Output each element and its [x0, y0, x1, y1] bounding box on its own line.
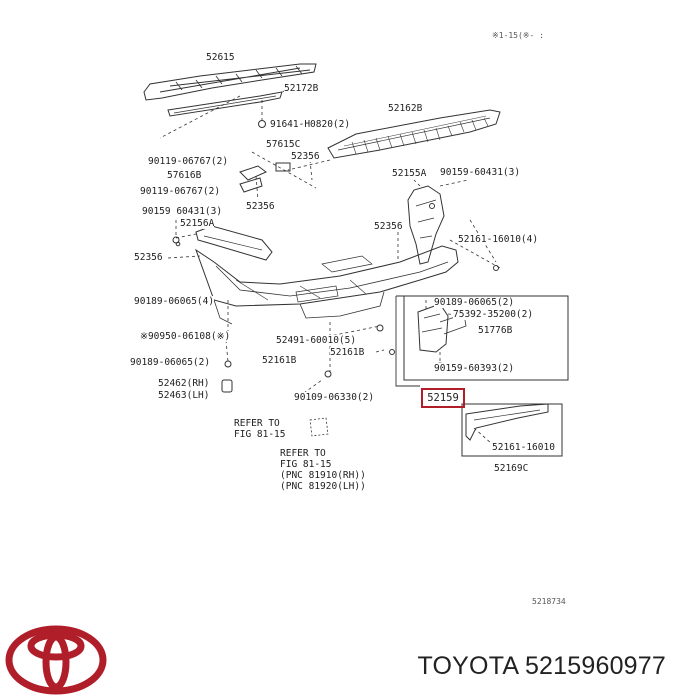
- refer-2-line-3: (PNC 81910(RH)): [280, 470, 366, 481]
- step-pad-52162b-part: [327, 109, 501, 159]
- brand-footer: TOYOTA 5215960977: [0, 620, 700, 700]
- label-90189-c: 90189-06065(2): [130, 357, 211, 368]
- label-52169c: 52169C: [494, 463, 529, 474]
- brand-title: TOYOTA 5215960977: [417, 652, 666, 680]
- label-52161b-b: 52161B: [330, 347, 365, 358]
- bracket-57615c-part: [275, 162, 291, 172]
- label-57616b: 57616B: [167, 170, 202, 181]
- label-90119-a: 90119-06767(2): [148, 156, 229, 167]
- label-52161-a: 52161-16010(4): [458, 234, 539, 245]
- toyota-logo-icon: [5, 625, 107, 695]
- label-90109: 90109-06330(2): [294, 392, 375, 403]
- refer-2-line-1: REFER TO: [280, 448, 326, 459]
- label-52162b: 52162B: [388, 103, 423, 114]
- label-90119-b: 90119-06767(2): [140, 186, 221, 197]
- label-52356-c: 52356: [374, 221, 403, 232]
- label-52161-b: 52161-16010: [492, 442, 555, 453]
- label-52491: 52491-60010(5): [276, 335, 357, 346]
- label-52172b: 52172B: [284, 83, 319, 94]
- label-52356-a: 52356: [291, 151, 320, 162]
- bracket-57616b-part: [239, 165, 267, 181]
- refer-1-line-1: REFER TO: [234, 418, 280, 429]
- refer-1-line-2: FIG 81-15: [234, 429, 286, 440]
- refer-2-line-4: (PNC 81920(LH)): [280, 481, 366, 492]
- label-57615c: 57615C: [266, 139, 301, 150]
- label-75392: 75392-35200(2): [453, 309, 534, 320]
- label-52155a: 52155A: [392, 168, 427, 179]
- retainer-52156a-part: [195, 225, 273, 261]
- label-90950: ※90950-06108(※): [140, 331, 231, 342]
- label-52161b-a: 52161B: [262, 355, 297, 366]
- label-90189-b: 90189-06065(2): [434, 297, 515, 308]
- label-90159-c: 90159-60393(2): [434, 363, 515, 374]
- label-52356-d: 52356: [134, 252, 163, 263]
- inset-box-52169c: [461, 403, 563, 457]
- label-91641: 91641-H0820(2): [270, 119, 351, 130]
- bumper-cover-part: [195, 245, 459, 325]
- absorber-52172b-part: [167, 91, 283, 117]
- label-90159-a: 90159-60431(3): [440, 167, 521, 178]
- label-90159-b: 90159 60431(3): [142, 206, 223, 217]
- bracket-52169c-part: [465, 403, 549, 441]
- refer-2-line-2: FIG 81-15: [280, 459, 332, 470]
- label-51776b: 51776B: [478, 325, 513, 336]
- label-52615: 52615: [206, 52, 235, 63]
- label-52356-b: 52356: [246, 201, 275, 212]
- clip-91641-part: [258, 120, 266, 128]
- highlighted-part-52159[interactable]: 52159: [421, 388, 465, 408]
- label-52463-lh: 52463(LH): [158, 390, 210, 401]
- reinforcement-52615-part: [143, 63, 317, 101]
- label-90189-a: 90189-06065(4): [134, 296, 215, 307]
- header-code: ※1-15(※- :: [492, 31, 544, 40]
- label-52156a: 52156A: [180, 218, 215, 229]
- retainer-52155a-part: [407, 185, 445, 265]
- reflector-52462-part: [221, 379, 233, 393]
- inset-box-brackets: [403, 295, 569, 381]
- label-52462-rh: 52462(RH): [158, 378, 210, 389]
- drawing-code: 5218734: [532, 597, 566, 606]
